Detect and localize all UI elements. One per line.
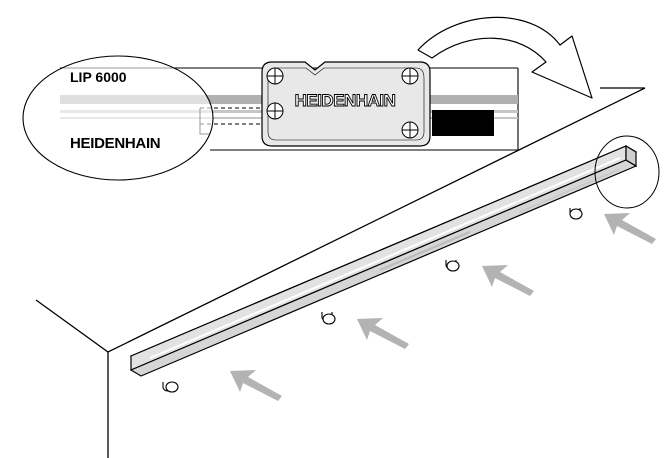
scale-body [129,144,638,377]
mounting-pins [162,208,583,393]
rotation-arrow-icon [417,16,593,99]
screw-icon [266,102,284,120]
push-arrow-icon [482,265,534,296]
screw-icon [401,121,419,139]
scale-label-ellipse [22,55,214,181]
readhead-brand-label: HEIDENHAIN [295,91,396,110]
mounting-pin [446,260,460,272]
push-arrow-icon [357,318,409,349]
readhead: HEIDENHAIN [261,61,431,147]
detail-marker-circle [594,135,660,209]
screw-icon [266,67,284,85]
scale-model-label: LIP 6000 [70,69,127,85]
screw-icon [401,67,419,85]
connector-block [432,110,494,136]
mounting-pin [569,208,583,220]
push-arrow-icon [604,213,656,244]
scale-brand-label: HEIDENHAIN [70,135,160,152]
mounting-pin [322,313,336,325]
mounting-surface [35,87,646,458]
push-arrows [230,213,656,401]
mounting-pin [165,381,179,393]
push-arrow-icon [230,370,282,401]
